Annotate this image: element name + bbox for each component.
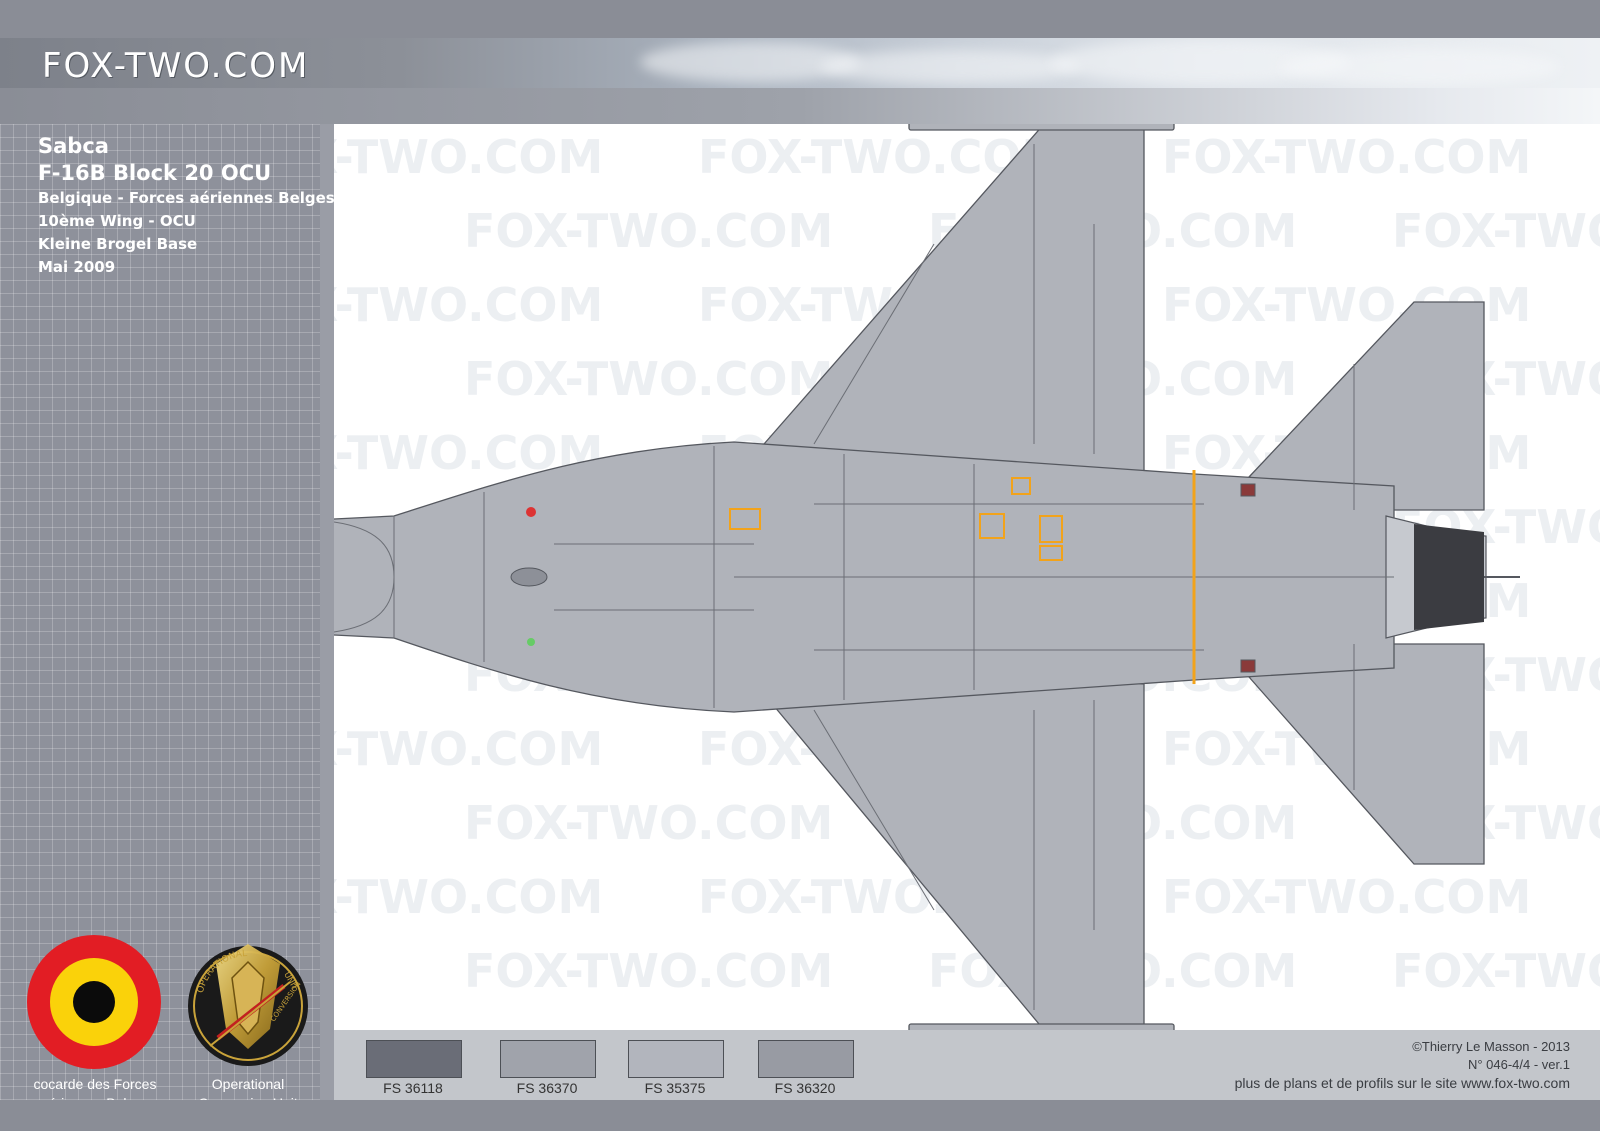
swatch-label: FS 36118 — [383, 1080, 443, 1096]
ocu-emblem: OPERATIONAL UNIT CONVERSION — [188, 944, 308, 1066]
aircraft-info: Sabca F-16B Block 20 OCU Belgique - Forc… — [38, 133, 335, 279]
unit-name: 10ème Wing - OCU — [38, 212, 196, 230]
swatch-label: FS 36320 — [774, 1080, 836, 1096]
date: Mai 2009 — [38, 258, 116, 276]
credits: ©Thierry Le Masson - 2013 N° 046-4/4 - v… — [1235, 1038, 1570, 1092]
header-subband — [0, 88, 1600, 124]
air-force: Belgique - Forces aériennes Belges — [38, 189, 335, 207]
belgian-roundel — [27, 935, 161, 1069]
base-name: Kleine Brogel Base — [38, 235, 198, 253]
engine-nozzle — [1385, 515, 1520, 639]
header-banner: FOX-TWO.COM — [0, 38, 1600, 88]
swatch-fs36320 — [758, 1040, 854, 1078]
swatch-fs36370 — [500, 1040, 596, 1078]
author: ©Thierry Le Masson - 2013 — [1412, 1039, 1570, 1054]
swatch-fs36118 — [366, 1040, 462, 1078]
info-panel-edge — [320, 124, 334, 1100]
aircraft-top-view — [334, 124, 1520, 1030]
top-strip — [0, 0, 1600, 38]
info-panel — [0, 124, 334, 1100]
swatch-label: FS 35375 — [644, 1080, 706, 1096]
manufacturer: Sabca — [38, 134, 109, 158]
footer-strip — [0, 1100, 1600, 1131]
site-logo[interactable]: FOX-TWO.COM — [42, 46, 310, 86]
aircraft-model: F-16B Block 20 OCU — [38, 161, 272, 185]
reference-number: N° 046-4/4 - ver.1 — [1467, 1057, 1570, 1072]
swatch-fs35375 — [628, 1040, 724, 1078]
site-link[interactable]: plus de plans et de profils sur le site … — [1234, 1075, 1570, 1091]
swatch-label: FS 36370 — [516, 1080, 578, 1096]
